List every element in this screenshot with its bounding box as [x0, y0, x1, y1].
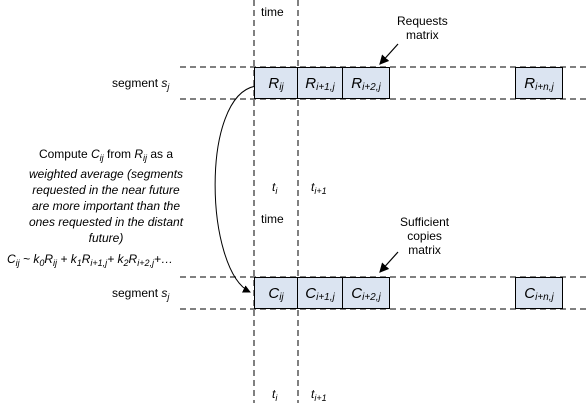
formula-subscript: i+2,j — [137, 258, 154, 268]
formula-term: R — [81, 252, 91, 266]
bottom-segment-label: segment sj — [112, 286, 170, 302]
bottom-tick-i: ti — [272, 387, 278, 403]
requests-matrix-arrow — [379, 43, 399, 65]
requests-matrix-label: Requests matrix — [397, 14, 448, 42]
weighted-formula: Cij ~ k0Rij + k1Ri+1,j+ k2Ri+2,j+… — [7, 252, 173, 270]
formula-term: k — [117, 252, 124, 266]
formula-subscript: 0 — [39, 258, 45, 268]
copies-matrix-arrow — [379, 251, 399, 273]
formula-text: + — [107, 252, 118, 266]
top-time-label: time — [261, 5, 284, 19]
formula-term: k — [33, 252, 40, 266]
formula-term: R — [128, 252, 138, 266]
bottom-tick-i1: ti+1 — [311, 387, 327, 403]
top-tick-i: ti — [272, 180, 278, 196]
copies-matrix-label: Sufficient copies matrix — [400, 215, 450, 257]
top-tick-i1: ti+1 — [311, 180, 327, 196]
compute-note-rest: weighted average (segments requested in … — [28, 167, 184, 245]
formula-subscript: i+1,j — [90, 258, 108, 268]
compute-note-line1: Compute Cij from Rij as a — [38, 147, 174, 163]
compute-note: Compute Cij from Rij as a weighted avera… — [6, 146, 206, 246]
formula-subscript: ij — [15, 258, 20, 268]
formula-text: ~ — [19, 252, 34, 266]
formula-term: R — [44, 252, 54, 266]
bottom-time-label: time — [261, 212, 284, 226]
formula-subscript: 1 — [76, 258, 82, 268]
formula-term: k — [70, 252, 77, 266]
formula-subscript: 2 — [123, 258, 129, 268]
top-segment-label: segment sj — [112, 76, 170, 92]
formula-text: +… — [153, 252, 173, 266]
compute-curve-arrow — [214, 85, 257, 293]
formula-text: + — [57, 252, 71, 266]
formula-term: C — [7, 252, 16, 266]
formula-subscript: ij — [53, 258, 58, 268]
